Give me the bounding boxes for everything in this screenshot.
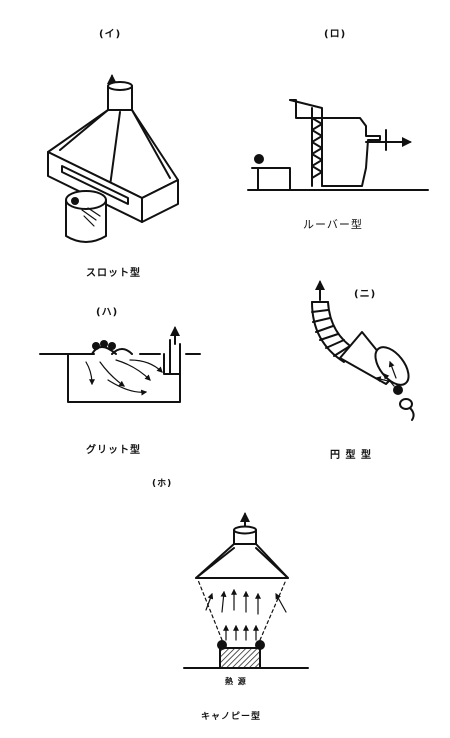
heading-ha: (ハ) — [96, 307, 119, 318]
label-heat-source: 熱 源 — [225, 677, 247, 686]
heading-ni: (ニ) — [354, 289, 377, 300]
label-louver-type: ルーバー型 — [303, 218, 363, 231]
grit-hood-drawing — [39, 326, 201, 403]
heading-ro: (ロ) — [324, 29, 347, 40]
label-grit-type: グリット型 — [86, 445, 141, 456]
canopy-hood-drawing — [183, 512, 309, 669]
louver-hood-drawing — [247, 99, 429, 191]
heading-i: (イ) — [99, 29, 122, 40]
label-enkei-type: 円 型 型 — [330, 450, 372, 461]
slot-hood-drawing — [47, 74, 179, 243]
hatched-heat-source-icon — [219, 647, 261, 669]
round-hood-drawing — [311, 280, 415, 421]
heading-ho: (ホ) — [152, 479, 173, 489]
label-slot-type: スロット型 — [86, 268, 141, 279]
label-canopy-type: キャノピー型 — [201, 712, 262, 722]
